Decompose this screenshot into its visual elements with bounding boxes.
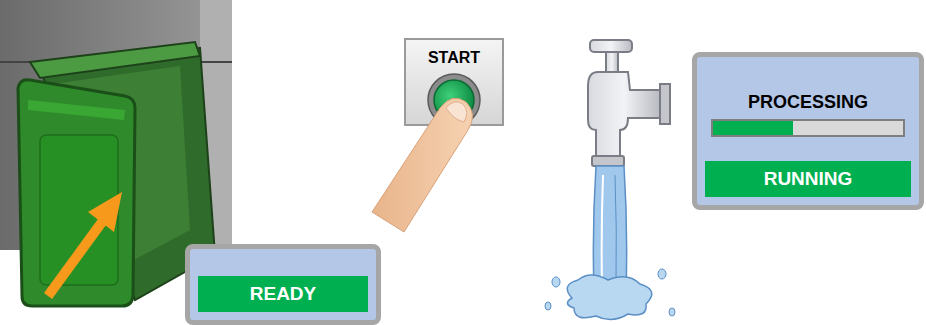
pressing-finger (372, 98, 473, 232)
progress-fill (713, 121, 793, 135)
status-panel: PROCESSING RUNNING (692, 52, 924, 210)
status-bar-text: RUNNING (705, 161, 911, 197)
panel-heading: PROCESSING (707, 91, 909, 113)
water-stream (545, 166, 675, 320)
insert-arrow (48, 192, 122, 296)
start-button: START (404, 38, 504, 126)
water-tap (588, 40, 670, 166)
button-label: START (428, 48, 480, 68)
button-circle (426, 72, 482, 124)
status-bar-text: READY (198, 276, 368, 312)
status-panel: READY (185, 244, 381, 325)
progress-bar (711, 119, 905, 137)
